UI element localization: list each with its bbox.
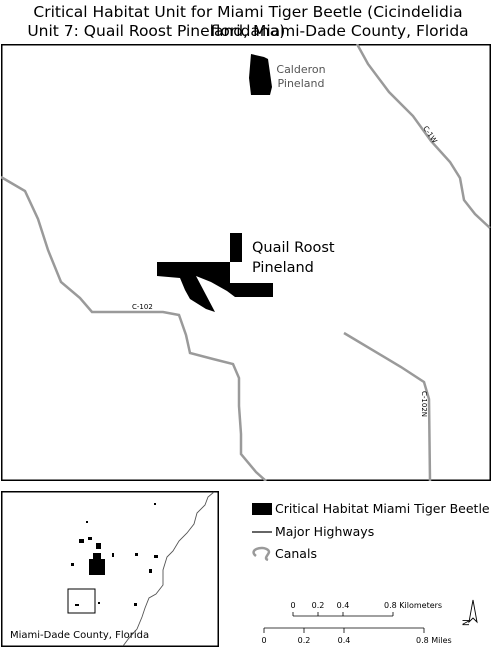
scale-km-tick-1: 0.2 [312,601,325,610]
scale-km-tick-3: 0.8 Kilometers [384,601,442,610]
calderon-pineland-habitat [249,54,272,95]
north-arrow-icon: N [462,599,478,626]
main-map[interactable]: Calderon Pineland Quail Roost Pineland C… [1,44,491,481]
inset-coastline [122,491,215,647]
inset-map-frame [1,491,219,647]
quail-roost-pineland-habitat [157,233,273,312]
inset-label: Miami-Dade County, Florida [10,630,149,641]
legend-habitat-label: Critical Habitat Miami Tiger Beetle [275,501,490,516]
scale-km-tick-0: 0 [290,601,295,610]
scale-mi-tick-0: 0 [261,636,266,645]
scale-mi-tick-1: 0.2 [298,636,311,645]
legend-canals-label: Canals [275,546,317,561]
scale-bar-km [292,612,394,617]
label-calderon-line1: Calderon [276,63,325,76]
scale-bar-mi [263,627,425,633]
label-calderon-line2: Pineland [278,77,325,90]
scale-km-tick-2: 0.4 [337,601,350,610]
map-title-line2: Unit 7: Quail Roost Pineland, Miami-Dade… [27,22,469,40]
legend-highways-label: Major Highways [275,524,375,539]
label-quail-roost-line1: Quail Roost [252,240,335,256]
scale-mi-tick-3: 0.8 Miles [416,636,452,645]
map-title-line1: Critical Habitat Unit for Miami Tiger Be… [33,3,463,40]
label-canal-c102: C-102 [132,303,153,311]
canal-c1w [355,44,491,229]
main-map-frame [1,44,491,481]
inset-map[interactable]: Miami-Dade County, Florida [1,491,219,647]
north-arrow-letter: N [462,619,472,626]
label-quail-roost-line2: Pineland [252,260,314,276]
canal-c102 [1,175,267,481]
canal-c102n [343,331,432,481]
inset-habitat-patches [71,503,158,606]
scale-mi-tick-2: 0.4 [338,636,351,645]
inset-extent-box [67,588,96,614]
label-canal-c102n: C-102N [420,391,428,417]
